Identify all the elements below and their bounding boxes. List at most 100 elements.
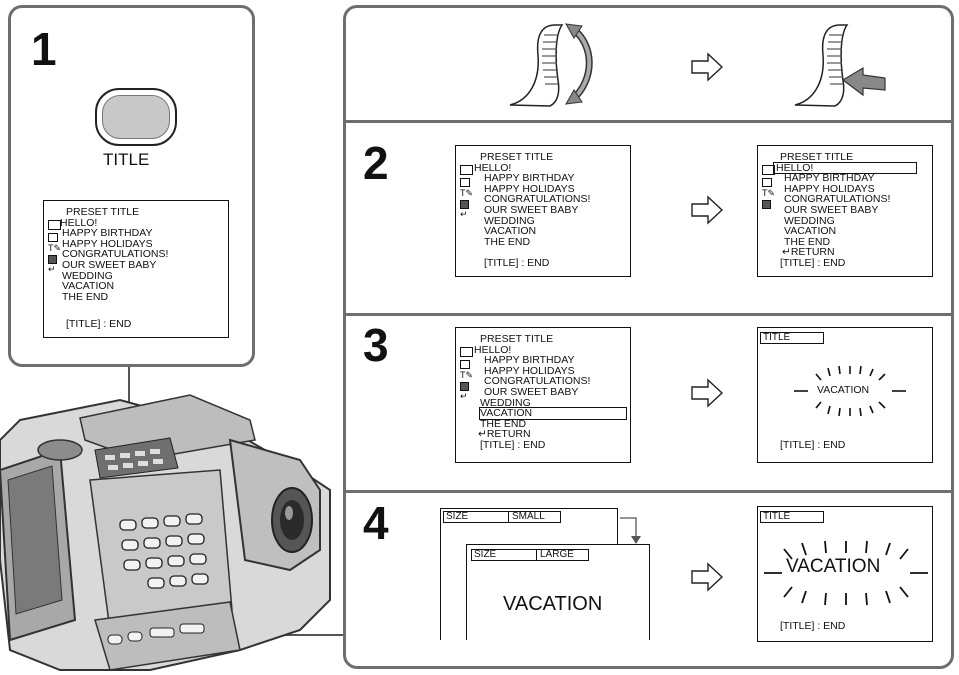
menu-item[interactable]: THE END	[784, 235, 831, 248]
size-large-screen: SIZE LARGE VACATION	[466, 544, 650, 640]
menu-item[interactable]: OUR SWEET BABY	[62, 258, 157, 271]
size-divider	[508, 512, 509, 522]
step1-panel: 1 TITLE T✎ ↵ PRESET TITLE HELLO! HAPPY B…	[8, 5, 255, 367]
menu-header: PRESET TITLE	[480, 333, 554, 345]
menu-item[interactable]: VACATION	[784, 225, 837, 238]
menu-item-selected[interactable]: HELLO!	[773, 161, 917, 175]
menu-item[interactable]: HAPPY BIRTHDAY	[784, 172, 875, 185]
memory-icon	[762, 199, 771, 209]
blink-rays-icon	[764, 540, 928, 606]
return-label: RETURN	[486, 428, 531, 441]
preview-footer: [TITLE] : END	[780, 439, 846, 451]
menu-icons: T✎ ↵	[460, 164, 474, 219]
dial-press-illustration	[794, 24, 886, 107]
menu-item[interactable]: OUR SWEET BABY	[784, 203, 879, 216]
menu-item[interactable]: HAPPY HOLIDAYS	[62, 237, 153, 250]
menu-header: PRESET TITLE	[480, 151, 554, 163]
menu-item[interactable]: WEDDING	[784, 214, 835, 227]
size-label: SIZE	[446, 511, 469, 522]
menu-item[interactable]: HAPPY HOLIDAYS	[484, 364, 575, 377]
menu-item[interactable]: HELLO!	[474, 161, 512, 174]
menu-item-return[interactable]: ↵RETURN	[478, 429, 626, 440]
title-button-label: TITLE	[103, 150, 150, 169]
next-arrow-icon	[691, 52, 724, 82]
step1-menu-screen: T✎ ↵ PRESET TITLE HELLO! HAPPY BIRTHDAY …	[43, 200, 229, 338]
menu-item[interactable]: HELLO!	[474, 343, 512, 356]
title-label-box: TITLE	[760, 511, 824, 523]
menu-item[interactable]: CONGRATULATIONS!	[484, 375, 591, 388]
menu-item[interactable]: OUR SWEET BABY	[484, 203, 579, 216]
divider	[343, 313, 954, 316]
memory-icon	[48, 254, 57, 264]
menu-item-selected[interactable]: VACATION	[479, 407, 627, 420]
return-icon: ↵	[460, 208, 468, 219]
menu-item[interactable]: THE END	[484, 235, 531, 248]
step4-number: 4	[363, 497, 389, 549]
calendar-icon	[460, 360, 470, 369]
size-large-box: SIZE LARGE	[471, 549, 589, 561]
step4-preview: TITLE VACATION [TITLE] : END	[757, 506, 933, 642]
menu-item[interactable]: WEDDING	[484, 214, 535, 227]
menu-footer: [TITLE] : END	[66, 318, 132, 330]
divider	[343, 120, 954, 123]
size-small-box: SIZE SMALL	[443, 511, 561, 523]
memory-icon	[460, 199, 469, 209]
menu-footer: [TITLE] : END	[484, 257, 550, 269]
next-arrow-icon	[691, 562, 724, 592]
step1-number: 1	[31, 23, 57, 75]
menu-icons: T✎ ↵	[48, 219, 62, 274]
menu-item[interactable]: VACATION	[484, 225, 537, 238]
step3-number: 3	[363, 319, 389, 371]
calendar-icon	[48, 233, 58, 242]
menu-icons: T✎	[762, 164, 776, 209]
edit-icon: T✎	[48, 243, 62, 253]
menu-item[interactable]: THE END	[62, 290, 109, 303]
step3-preview: TITLE VACATION [TITLE] : END	[757, 327, 933, 463]
step1-menu-list: PRESET TITLE HELLO! HAPPY BIRTHDAY HAPPY…	[56, 207, 168, 302]
menu-icons: T✎ ↵	[460, 346, 474, 401]
edit-icon: T✎	[460, 188, 474, 198]
step2-menu-left: T✎ ↵ PRESET TITLE HELLO! HAPPY BIRTHDAY …	[455, 145, 631, 277]
calendar-icon	[460, 178, 470, 187]
menu-item[interactable]: HAPPY HOLIDAYS	[484, 182, 575, 195]
preview-footer: [TITLE] : END	[780, 620, 846, 632]
memory-icon	[460, 381, 469, 391]
return-icon: ↵	[478, 428, 487, 441]
menu-item[interactable]: OUR SWEET BABY	[484, 385, 579, 398]
blink-rays-icon	[794, 366, 906, 416]
menu-item[interactable]: WEDDING	[480, 396, 531, 409]
menu-item[interactable]: HAPPY BIRTHDAY	[62, 227, 153, 240]
step3-menu: T✎ ↵ PRESET TITLE HELLO! HAPPY BIRTHDAY …	[455, 327, 631, 463]
menu-item[interactable]: WEDDING	[62, 269, 113, 282]
menu-footer: [TITLE] : END	[780, 256, 846, 269]
menu-item[interactable]: HAPPY BIRTHDAY	[484, 354, 575, 367]
title-button[interactable]	[95, 88, 177, 146]
folder-icon	[460, 165, 473, 175]
menu-item[interactable]: HAPPY HOLIDAYS	[784, 182, 875, 195]
menu-header: PRESET TITLE	[66, 206, 140, 218]
size-value: SMALL	[512, 511, 545, 522]
menu-item[interactable]: THE END	[480, 417, 527, 430]
divider	[343, 490, 954, 493]
next-arrow-icon	[691, 195, 724, 225]
title-label: TITLE	[763, 332, 791, 343]
preview-word: VACATION	[786, 556, 881, 577]
menu-footer: [TITLE] : END	[480, 438, 546, 451]
menu-item[interactable]: HELLO!	[60, 216, 98, 229]
dial-turn-illustration	[509, 23, 593, 107]
step2-menu-right-list: PRESET TITLE HELLO! HAPPY BIRTHDAY HAPPY…	[773, 151, 917, 269]
menu-item[interactable]: CONGRATULATIONS!	[62, 248, 169, 261]
menu-item[interactable]: HAPPY BIRTHDAY	[484, 172, 575, 185]
menu-item[interactable]: VACATION	[62, 280, 115, 293]
menu-header: PRESET TITLE	[780, 151, 854, 163]
menu-item[interactable]: CONGRATULATIONS!	[784, 193, 891, 206]
large-word: VACATION	[503, 593, 603, 615]
menu-item-return[interactable]: ↵RETURN	[782, 247, 916, 258]
return-icon: ↵	[48, 263, 56, 274]
folder-icon	[460, 347, 473, 357]
step3-menu-list: PRESET TITLE HELLO! HAPPY BIRTHDAY HAPPY…	[472, 333, 627, 451]
size-label: SIZE	[474, 549, 497, 560]
edit-icon: T✎	[762, 188, 776, 198]
menu-item[interactable]: CONGRATULATIONS!	[484, 193, 591, 206]
step2-number: 2	[363, 137, 389, 189]
